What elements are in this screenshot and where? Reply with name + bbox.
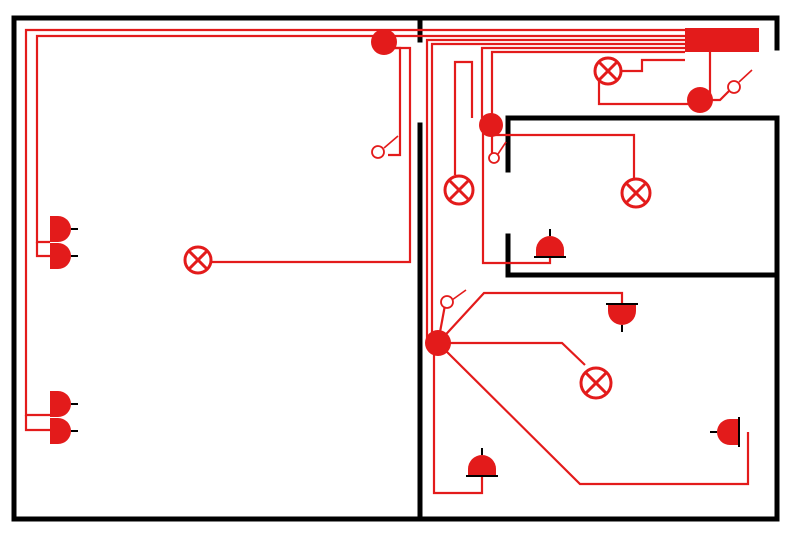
wire-br-2	[438, 341, 586, 366]
switch-icon	[440, 295, 454, 309]
wire-feeder-6	[490, 50, 685, 118]
walls	[11, 15, 780, 522]
wire-room-switch-lever	[497, 141, 507, 155]
lamp-icon	[183, 245, 213, 275]
wire-br-4	[432, 345, 484, 495]
socket-icon	[606, 303, 638, 332]
socket-icon	[50, 243, 78, 269]
switch-icon	[488, 152, 500, 164]
socket-icon	[534, 229, 566, 258]
wire-feeder-5	[480, 46, 685, 118]
socket-icon	[50, 391, 78, 417]
wire-br-1	[437, 291, 624, 344]
junction-box-icon	[371, 29, 397, 55]
wire-br-switch-lever	[451, 289, 467, 301]
switch-icon	[727, 80, 741, 94]
wire-mid-lamp	[453, 60, 474, 175]
junction-box-icon	[425, 330, 451, 356]
distribution-panel-icon	[685, 28, 759, 52]
sockets	[50, 216, 740, 477]
wire-left-switch-lever	[383, 135, 399, 149]
wire-feeder-1	[24, 28, 685, 417]
lamp-icon	[579, 366, 613, 400]
socket-icon	[466, 448, 498, 477]
wire-left-sockets	[35, 242, 50, 258]
switch-icon	[371, 145, 385, 159]
junction-box-icon	[479, 113, 503, 137]
wire-feeder-3	[425, 38, 685, 345]
wire-br-3	[437, 342, 750, 486]
wire-tr-lamp2	[597, 80, 690, 106]
switches	[371, 80, 741, 309]
wire-feeder-2	[35, 34, 685, 244]
junction-boxes	[371, 29, 713, 356]
junction-box-icon	[687, 87, 713, 113]
socket-icon	[710, 417, 740, 447]
wire-left-sockets-low	[24, 415, 50, 432]
lamp-icon	[620, 177, 652, 209]
lamps	[183, 56, 652, 400]
socket-icon	[50, 216, 78, 242]
lamp-icon	[443, 174, 475, 206]
wire-feeder-4	[430, 42, 685, 345]
wire-room-lamp	[490, 125, 636, 178]
wiring	[24, 28, 753, 495]
lamp-icon	[593, 56, 623, 86]
wire-room-socket	[481, 125, 552, 265]
wire-tr-switch-lever	[738, 69, 753, 83]
socket-icon	[50, 418, 78, 444]
wire-tr-lamp	[622, 58, 685, 73]
